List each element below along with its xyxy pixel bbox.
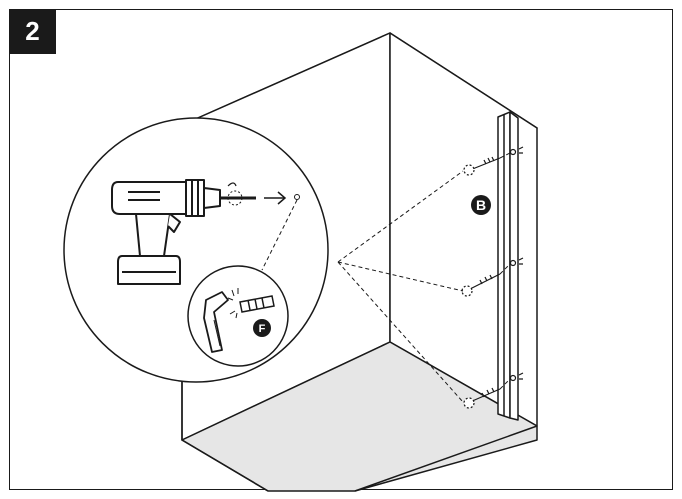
impact-sparks	[227, 288, 239, 319]
direction-arrow-icon	[264, 191, 287, 205]
wall-anchor-icon	[463, 156, 501, 176]
step-number-badge: 2	[9, 9, 56, 54]
callout-f: F	[253, 319, 271, 337]
callout-f-label: F	[259, 323, 266, 335]
callout-b: B	[471, 195, 491, 215]
wall-anchor-icon	[239, 295, 275, 313]
zoom-leader-lines	[337, 170, 464, 403]
panel-b	[497, 111, 519, 421]
wall-anchor-icon	[461, 273, 501, 297]
cordless-drill-icon	[111, 179, 221, 285]
panel-screws	[509, 146, 524, 382]
hammer-inset: F	[187, 265, 289, 367]
panel-b-side	[509, 111, 519, 421]
screw-icon	[509, 148, 517, 156]
screw-icon	[509, 259, 517, 267]
drill-hole	[294, 194, 300, 200]
callout-b-label: B	[476, 197, 486, 213]
wall-anchor-icon	[463, 387, 501, 409]
hammer-icon	[203, 291, 229, 353]
wall-anchors	[461, 156, 501, 409]
zoom-detail: F	[63, 117, 329, 383]
screw-icon	[509, 374, 517, 382]
alignment-guides	[499, 152, 511, 390]
